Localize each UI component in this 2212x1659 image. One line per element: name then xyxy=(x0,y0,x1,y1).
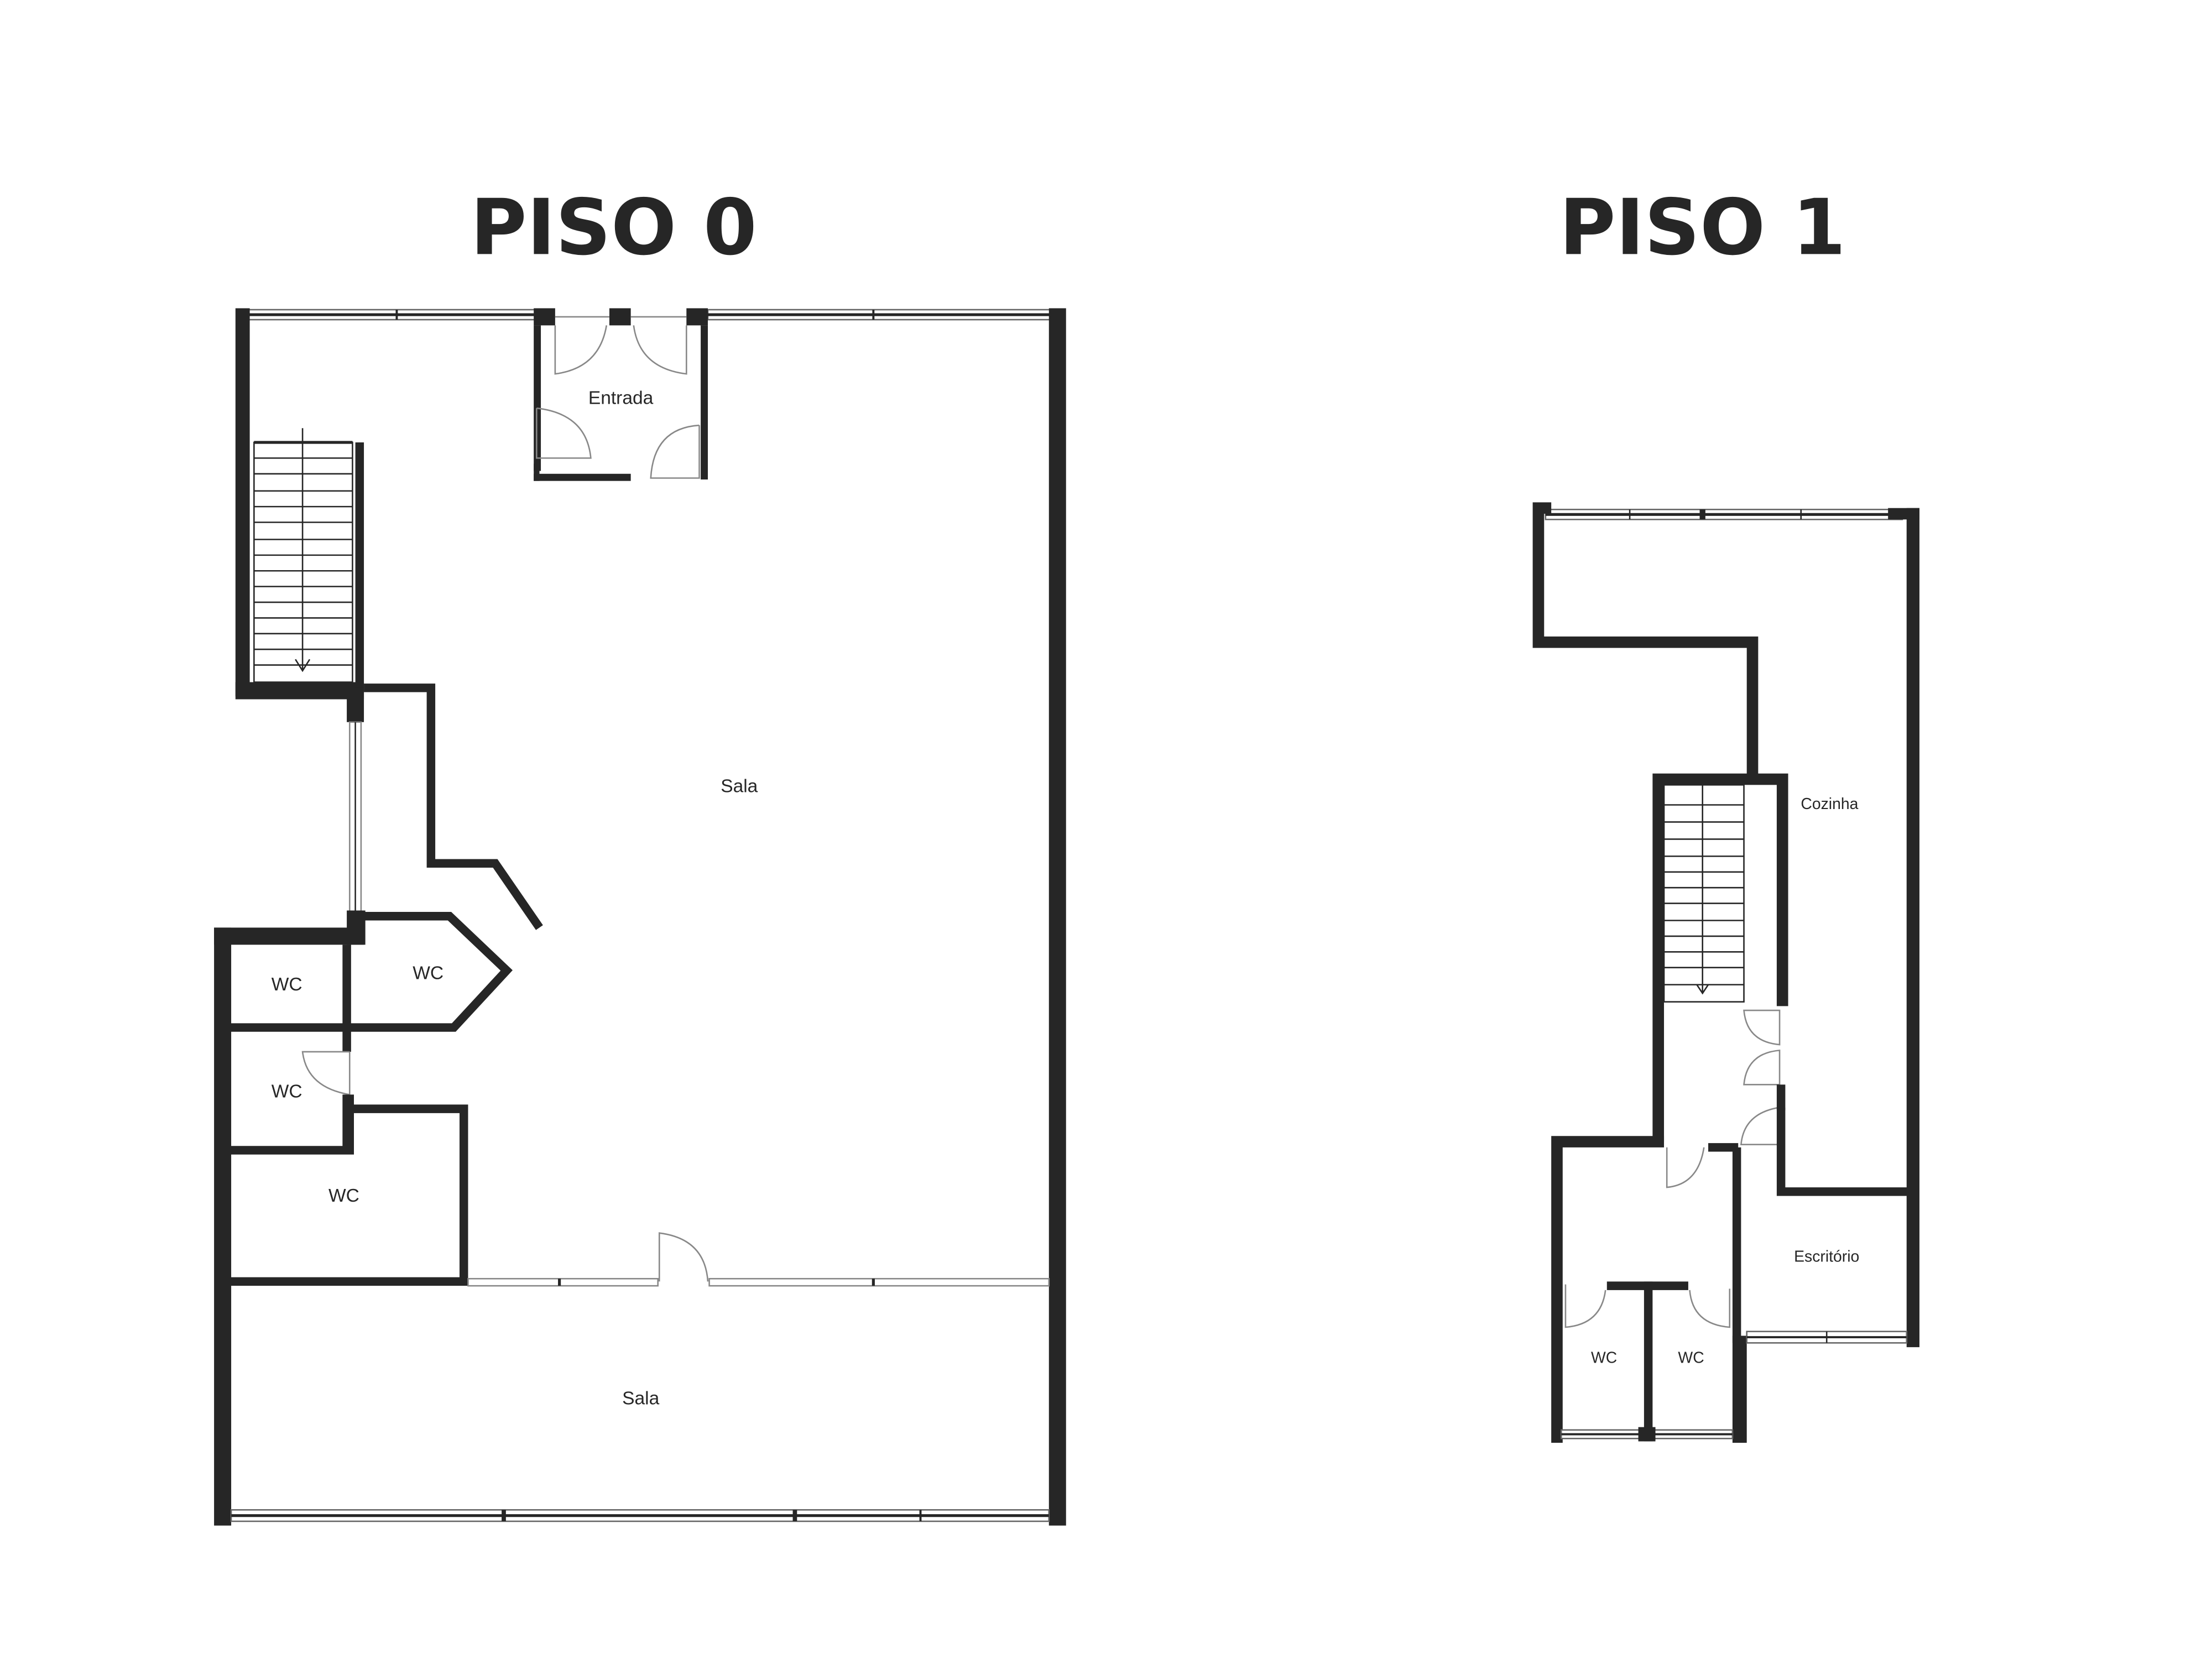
door-swing-icon xyxy=(633,325,687,375)
door-swing-icon xyxy=(658,1232,709,1282)
room-label-sala: Sala xyxy=(721,776,758,796)
room-label-wc: WC xyxy=(272,974,302,995)
window-escritorio xyxy=(1746,1331,1908,1344)
window-left-corridor xyxy=(348,721,362,914)
floor-title-piso-0: PISO 0 xyxy=(471,182,757,272)
arrow-down-icon xyxy=(1696,984,1709,995)
staircase xyxy=(253,428,364,688)
door-swing-icon xyxy=(1666,1147,1705,1188)
door-swing-icon xyxy=(1743,1049,1781,1086)
door-swing-icon xyxy=(554,325,608,375)
door-swing-icon xyxy=(1689,1288,1731,1328)
room-label-escritorio: Escritório xyxy=(1794,1248,1859,1265)
room-label-wc: WC xyxy=(1678,1349,1704,1367)
arrow-down-icon xyxy=(295,659,311,672)
door-swing-icon xyxy=(650,424,700,479)
window-bottom xyxy=(230,1509,1050,1522)
room-label-wc: WC xyxy=(413,963,444,983)
entrance-vestibule: Entrada xyxy=(534,308,708,481)
floor-plan-piso-1: PISO 1 xyxy=(1532,182,1919,1443)
door-swing-icon xyxy=(1740,1107,1781,1145)
wall xyxy=(214,927,232,1526)
door-swing-icon xyxy=(1743,1009,1781,1046)
wall xyxy=(1048,308,1066,1526)
room-label-wc: WC xyxy=(328,1186,359,1206)
room-label-wc: WC xyxy=(1591,1349,1617,1367)
floor-plan-piso-0: PISO 0 xyxy=(214,182,1066,1526)
window-bottom xyxy=(1560,1427,1734,1442)
window-top-right xyxy=(707,309,1057,321)
door-swing-icon xyxy=(1564,1284,1606,1328)
wall xyxy=(235,682,364,700)
room-label-cozinha: Cozinha xyxy=(1801,795,1858,813)
window-top-left xyxy=(244,309,540,321)
room-label-sala-lower: Sala xyxy=(622,1388,659,1408)
glass-partition xyxy=(467,1232,1050,1287)
staircase xyxy=(1663,783,1745,1003)
room-label-wc: WC xyxy=(272,1082,302,1102)
door-swing-icon xyxy=(536,407,592,459)
room-label-entrada: Entrada xyxy=(588,388,654,408)
floor-title-piso-1: PISO 1 xyxy=(1559,182,1846,272)
window-top xyxy=(1545,508,1903,520)
wall xyxy=(235,308,250,697)
door-swing-icon xyxy=(301,1051,351,1095)
